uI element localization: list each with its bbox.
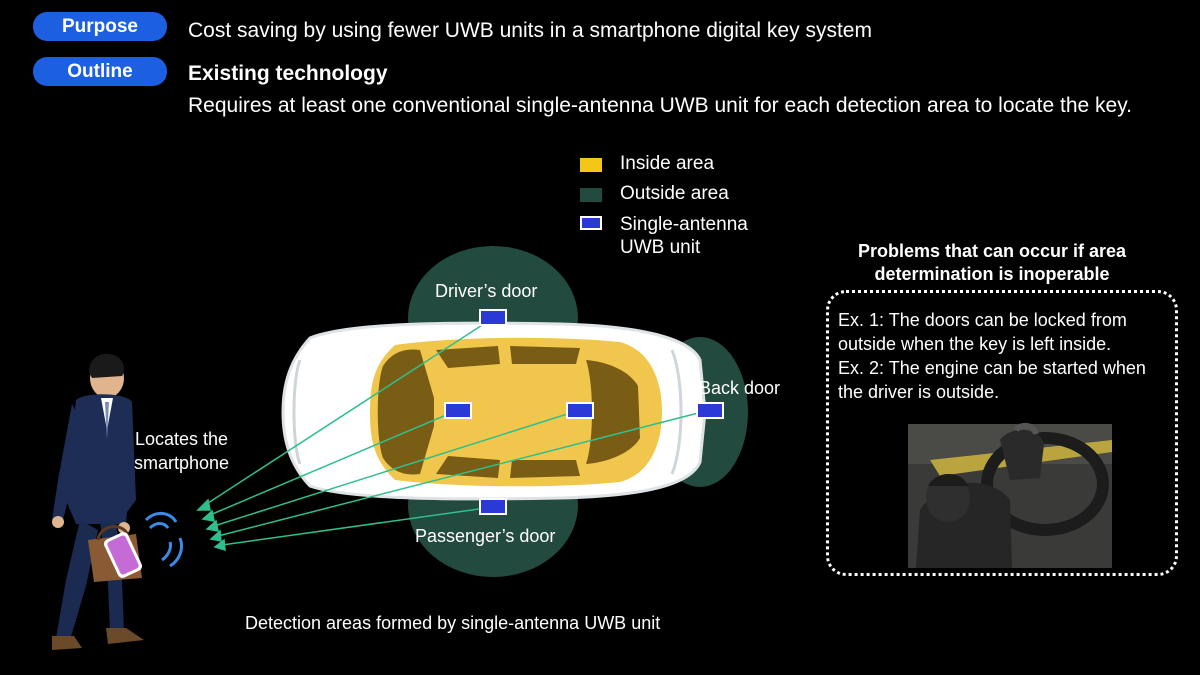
inside-swatch-icon	[580, 158, 602, 172]
uwb-swatch-icon	[580, 216, 602, 230]
uwb-unit-rear-inside	[566, 402, 594, 419]
passengers-door-label: Passenger’s door	[415, 526, 556, 546]
locates-line2: smartphone	[134, 453, 230, 473]
car-top-view	[281, 321, 707, 501]
back-door-label: Back door	[699, 378, 781, 398]
diagram-caption: Detection areas formed by single-antenna…	[245, 613, 661, 633]
legend-inside-area: Inside area	[580, 153, 714, 175]
problems-examples: Ex. 1: The doors can be locked from outs…	[838, 308, 1183, 404]
uwb-units	[444, 309, 724, 515]
problems-box	[826, 290, 1178, 576]
problems-title: Problems that can occur if area determin…	[822, 240, 1162, 286]
legend-label-outside: Outside area	[620, 183, 729, 204]
example2-line2: the driver is outside.	[838, 382, 1000, 402]
outline-heading: Existing technology	[188, 62, 388, 85]
legend-outside-area: Outside area	[580, 183, 729, 205]
example2-line1: Ex. 2: The engine can be started when	[838, 358, 1146, 378]
legend-uwb-unit: Single-antenna UWB unit	[580, 213, 748, 259]
example1-line2: outside when the key is left inside.	[838, 334, 1112, 354]
locates-phone-label: Locates the smartphone	[134, 427, 229, 475]
uwb-unit-driver-door	[479, 309, 507, 326]
outline-text: Requires at least one conventional singl…	[188, 94, 1133, 117]
problems-title-line2: determination is inoperable	[874, 264, 1110, 284]
legend-label-uwb-line2: UWB unit	[620, 237, 701, 258]
problems-title-line1: Problems that can occur if area	[857, 241, 1127, 261]
uwb-unit-front-inside	[444, 402, 472, 419]
locates-line1: Locates the	[134, 429, 229, 449]
legend-label-inside: Inside area	[620, 153, 715, 174]
uwb-unit-back-door	[696, 402, 724, 419]
legend-label-uwb-line1: Single-antenna	[620, 214, 748, 235]
detection-rays	[196, 317, 711, 552]
example1-line1: Ex. 1: The doors can be locked from	[838, 310, 1127, 330]
uwb-unit-passenger-door	[479, 498, 507, 515]
person-illustration	[52, 353, 184, 650]
outline-badge: Outline	[33, 57, 167, 86]
outside-swatch-icon	[580, 188, 602, 202]
drivers-door-label: Driver’s door	[435, 281, 538, 301]
inside-area	[370, 337, 662, 487]
driver-outside-photo	[908, 422, 1112, 568]
purpose-text: Cost saving by using fewer UWB units in …	[188, 19, 872, 42]
purpose-badge: Purpose	[33, 12, 167, 41]
